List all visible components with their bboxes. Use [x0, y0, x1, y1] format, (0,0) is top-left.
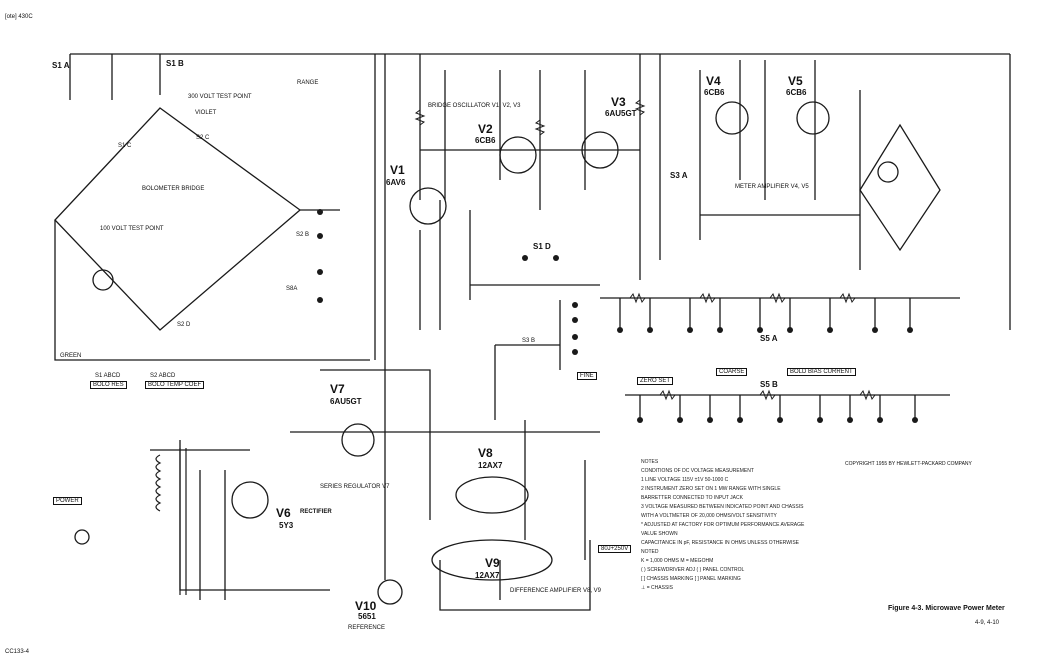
note-line: * ADJUSTED AT FACTORY FOR OPTIMUM PERFOR…	[641, 522, 805, 528]
tube-v5-type: 6CB6	[786, 88, 807, 97]
note-line: NOTES	[641, 459, 659, 465]
zero-set-label: ZERO SET	[637, 377, 674, 385]
note-line: ⊥ = CHASSIS	[641, 585, 674, 591]
figure-caption: Figure 4-3. Microwave Power Meter	[888, 605, 1005, 612]
range-label: RANGE	[297, 80, 319, 86]
tube-v2-id: V2	[478, 122, 493, 136]
tube-v7-id: V7	[330, 382, 345, 396]
tube-v10-role: REFERENCE	[348, 625, 386, 631]
tube-v2-type: 6CB6	[475, 136, 496, 145]
tube-v10-type: 5651	[358, 612, 376, 621]
coarse-label: COARSE	[716, 368, 748, 376]
note-line: WITH A VOLTMETER OF 20,000 OHMS/VOLT SEN…	[641, 513, 777, 519]
note-line: 1 LINE VOLTAGE 115V ±1V 50-1000 C	[641, 477, 729, 483]
switch-s2d: S2 D	[177, 322, 191, 328]
footer-code: CC133-4	[5, 649, 30, 655]
tube-v1-type: 6AV6	[386, 178, 406, 187]
tube-v6-id: V6	[276, 506, 291, 520]
tube-v8-id: V8	[478, 446, 493, 460]
switch-s8a: S8A	[286, 286, 298, 292]
note-line: 3 VOLTAGE MEASURED BETWEEN INDICATED POI…	[641, 504, 804, 510]
tube-v6-role: RECTIFIER	[300, 509, 332, 515]
green-wire-label: GREEN	[60, 353, 82, 359]
note-line: NOTED	[641, 549, 659, 555]
bridge-oscillator-label: BRIDGE OSCILLATOR V1, V2, V3	[428, 103, 521, 109]
tube-v9-role: DIFFERENCE AMPLIFIER V8, V9	[510, 588, 602, 594]
fine-label: FINE	[577, 372, 597, 380]
legend-s1: S1 ABCD	[95, 373, 121, 379]
tube-v9-type: 12AX7	[475, 571, 500, 580]
tube-v3-id: V3	[611, 95, 626, 109]
legend-s2-desc: BOLO TEMP COEF	[145, 381, 205, 389]
tube-v7-type: 6AU5GT	[330, 397, 362, 406]
switch-s2b: S2 B	[296, 232, 310, 238]
schematic-notes: NOTES CONDITIONS OF DC VOLTAGE MEASUREME…	[641, 458, 804, 593]
note-line: VALUE SHOWN	[641, 531, 678, 537]
bold-bias-current-label: BOLD BIAS CURRENT	[787, 368, 856, 376]
test-point-100-label: 100 VOLT TEST POINT	[100, 226, 164, 232]
note-line: CONDITIONS OF DC VOLTAGE MEASUREMENT	[641, 468, 754, 474]
switch-s1c: S1 C	[118, 143, 132, 149]
violet-wire-label: VIOLET	[195, 110, 217, 116]
note-line: K = 1,000 OHMS M = MEGOHM	[641, 558, 714, 564]
meter-amplifier-label: METER AMPLIFIER V4, V5	[735, 184, 809, 190]
model-label: [ote] 430C	[5, 14, 33, 20]
copyright-text: COPYRIGHT 1955 BY HEWLETT-PACKARD COMPAN…	[845, 461, 972, 467]
note-line: [ ] CHASSIS MARKING [ ] PANEL MARKING	[641, 576, 741, 582]
tube-v5-id: V5	[788, 74, 803, 88]
switch-s1b: S1 B	[166, 59, 184, 68]
switch-s1d: S1 D	[533, 242, 551, 251]
tube-v10-id: V10	[355, 599, 377, 613]
volts-250-label: 80J+250V	[598, 545, 632, 553]
tube-v4-id: V4	[706, 74, 721, 88]
switch-s3b: S3 B	[522, 338, 536, 344]
power-label: POWER	[53, 497, 82, 505]
tube-v9-id: V9	[485, 556, 500, 570]
tube-v1-id: V1	[390, 163, 405, 177]
tube-v8-type: 12AX7	[478, 461, 503, 470]
switch-s2c: S2 C	[196, 135, 210, 141]
tube-v3-type: 6AU5GT	[605, 109, 637, 118]
switch-s3a: S3 A	[670, 171, 688, 180]
switch-s5a: S5 A	[760, 334, 778, 343]
test-point-300-label: 300 VOLT TEST POINT	[188, 94, 252, 100]
switch-s1a: S1 A	[52, 61, 70, 70]
note-line: CAPACITANCE IN pF, RESISTANCE IN OHMS UN…	[641, 540, 799, 546]
legend-s1-desc: BOLO RES	[90, 381, 127, 389]
note-line: 2 INSTRUMENT ZERO SET ON 1 MW RANGE WITH…	[641, 486, 781, 492]
tube-v7-role: SERIES REGULATOR V7	[320, 484, 390, 490]
tube-v4-type: 6CB6	[704, 88, 725, 97]
switch-s5b: S5 B	[760, 380, 778, 389]
note-line: BARRETTER CONNECTED TO INPUT JACK	[641, 495, 743, 501]
legend-s2: S2 ABCD	[150, 373, 176, 379]
tube-v6-type: 5Y3	[279, 521, 294, 530]
bolometer-bridge-label: BOLOMETER BRIDGE	[142, 186, 205, 192]
figure-ref: 4-9, 4-10	[975, 620, 1000, 626]
note-line: ( ) SCREWDRIVER ADJ ( ) PANEL CONTROL	[641, 567, 745, 573]
